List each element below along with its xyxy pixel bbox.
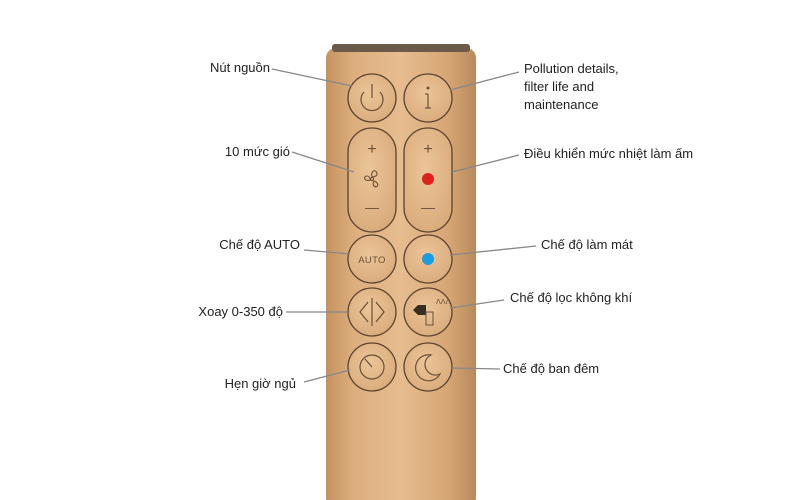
sleep-timer-button[interactable] — [347, 342, 397, 392]
label-oscillation: Xoay 0-350 độ — [198, 304, 283, 319]
oscillation-icon — [359, 298, 385, 326]
auto-button[interactable]: AUTO — [347, 234, 397, 284]
fan-speed-minus[interactable]: — — [365, 199, 379, 215]
heat-minus[interactable]: — — [421, 199, 435, 215]
heat-plus[interactable]: + — [423, 141, 432, 158]
label-cool: Chế độ làm mát — [541, 237, 633, 252]
info-button[interactable] — [403, 73, 453, 123]
callout-cool — [449, 245, 537, 256]
callout-auto — [303, 249, 351, 255]
night-mode-button[interactable] — [403, 342, 453, 392]
fan-speed-plus[interactable]: + — [367, 141, 376, 158]
callout-info — [449, 71, 520, 91]
cool-button[interactable] — [403, 234, 453, 284]
callout-sleep-timer — [303, 369, 351, 383]
fan-icon — [364, 170, 379, 188]
remote-body — [326, 44, 476, 500]
airflow-mode-icon: ᐱᐱᐱ — [413, 299, 451, 326]
callout-heat — [451, 154, 520, 173]
callout-lines — [271, 68, 537, 383]
label-auto: Chế độ AUTO — [219, 237, 300, 252]
timer-icon — [359, 354, 385, 380]
label-night-mode: Chế độ ban đêm — [503, 361, 600, 376]
auto-button-label: AUTO — [358, 255, 385, 266]
callout-fan-speed — [291, 151, 355, 173]
label-heat: Điều khiển mức nhiệt làm ấm — [524, 146, 694, 161]
power-icon — [360, 84, 384, 112]
power-button[interactable] — [347, 73, 397, 123]
callout-power — [271, 68, 353, 87]
label-sleep-timer: Hẹn giờ ngủ — [224, 376, 296, 391]
fan-speed-rocker[interactable]: + — — [347, 127, 397, 233]
label-power: Nút nguồn — [210, 60, 270, 75]
label-info: Pollution details, filter life and maint… — [524, 61, 619, 112]
callout-airflow — [449, 299, 505, 309]
heat-rocker[interactable]: + — — [403, 127, 453, 233]
remote-top-cap — [332, 44, 470, 52]
callout-night-mode — [451, 367, 501, 370]
info-icon — [425, 86, 431, 109]
svg-text:ᐱᐱᐱ: ᐱᐱᐱ — [436, 299, 451, 306]
moon-icon — [414, 354, 442, 382]
airflow-mode-button[interactable]: ᐱᐱᐱ — [403, 287, 453, 337]
heat-dot-icon — [422, 173, 434, 185]
label-airflow: Chế độ lọc không khí — [510, 290, 633, 305]
cool-dot-icon — [422, 253, 434, 265]
oscillation-button[interactable] — [347, 287, 397, 337]
label-fan-speed: 10 mức gió — [224, 144, 290, 159]
